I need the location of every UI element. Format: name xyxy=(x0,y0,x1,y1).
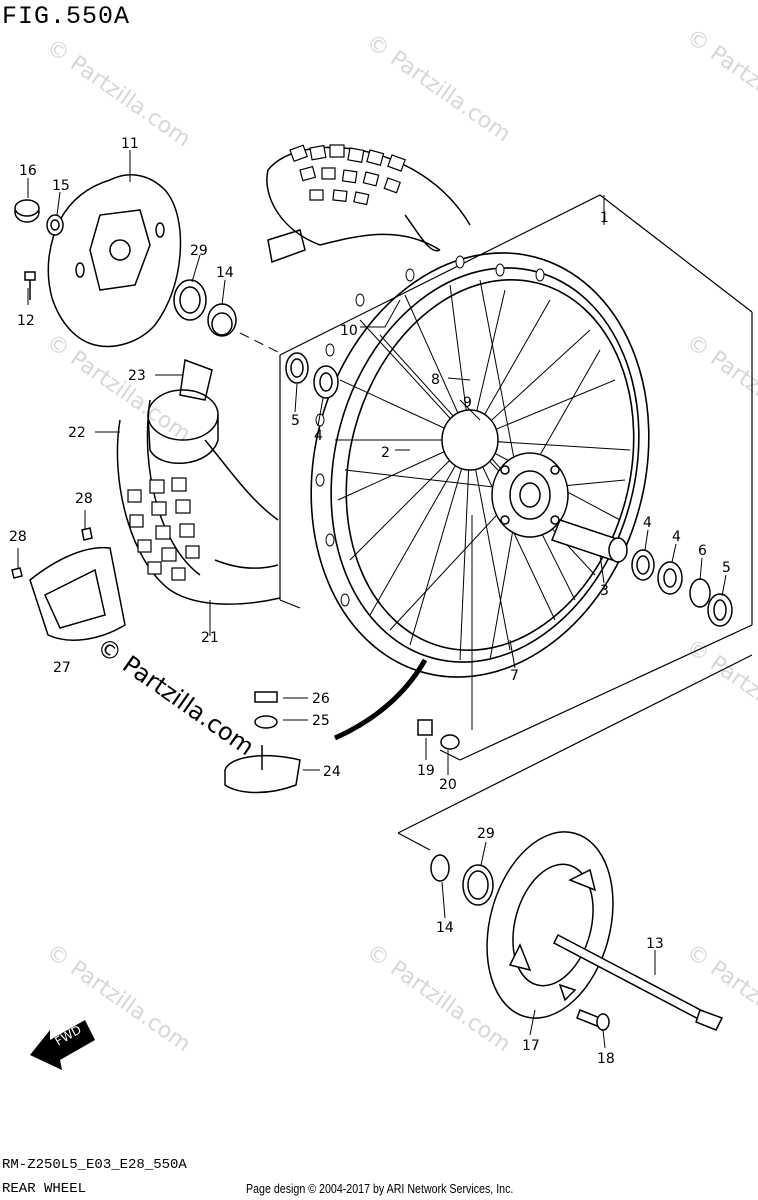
callout-14: 14 xyxy=(216,265,234,281)
sprocket-bolt xyxy=(576,1009,610,1031)
nut-washer xyxy=(417,719,460,750)
callout-labels: 1 2 3 4 4 4 5 5 6 7 8 9 10 11 12 13 14 1… xyxy=(9,136,731,1067)
figure-title: FIG.550A xyxy=(2,2,131,31)
callout-28: 28 xyxy=(75,491,93,507)
callout-20: 20 xyxy=(439,777,457,793)
callout-16: 16 xyxy=(19,163,37,179)
callout-29: 29 xyxy=(190,243,208,259)
callout-24: 24 xyxy=(323,764,341,780)
model-code: RM-Z250L5_E03_E28_550A xyxy=(2,1157,187,1173)
watermark-main: © Partzilla.com xyxy=(92,632,260,761)
bearings-left xyxy=(285,352,339,399)
fwd-arrow-icon: FWD xyxy=(30,1020,95,1070)
callout-3: 3 xyxy=(600,583,609,599)
watermark: © Partzilla.com xyxy=(682,939,758,1057)
rear-axle xyxy=(553,933,724,1031)
callout-4: 4 xyxy=(643,515,652,531)
callout-7: 7 xyxy=(510,668,519,684)
bearings-right xyxy=(631,549,733,627)
callout-5: 5 xyxy=(722,560,731,576)
brake-disc xyxy=(47,174,182,348)
callout-22: 22 xyxy=(68,425,86,441)
callout-21: 21 xyxy=(201,630,219,646)
callout-15: 15 xyxy=(52,178,70,194)
disc-guard xyxy=(11,527,126,641)
leader-line xyxy=(239,332,279,353)
callout-12: 12 xyxy=(17,313,35,329)
callout-4: 4 xyxy=(672,529,681,545)
sprocket-box xyxy=(397,654,753,851)
callout-9: 9 xyxy=(463,395,472,411)
callout-26: 26 xyxy=(312,691,330,707)
tube-edge xyxy=(333,658,428,741)
copyright: Page design © 2004-2017 by ARI Network S… xyxy=(246,1181,514,1196)
disc-small-parts xyxy=(14,199,237,337)
callout-18: 18 xyxy=(597,1051,615,1067)
callout-11: 11 xyxy=(121,136,139,152)
callout-23: 23 xyxy=(128,368,146,384)
callout-14: 14 xyxy=(436,920,454,936)
callout-5: 5 xyxy=(291,413,300,429)
leader-lines xyxy=(17,150,727,1049)
callout-2: 2 xyxy=(381,445,390,461)
callout-29: 29 xyxy=(477,826,495,842)
callout-4: 4 xyxy=(314,428,323,444)
callout-17: 17 xyxy=(522,1038,540,1054)
watermark: © Partzilla.com xyxy=(42,34,195,152)
axle-spacer xyxy=(551,519,628,563)
rim-holes xyxy=(315,255,545,607)
section-name: REAR WHEEL xyxy=(2,1181,87,1197)
tire-tread xyxy=(127,144,406,581)
hub xyxy=(441,409,569,538)
callout-25: 25 xyxy=(312,713,330,729)
wheel-assembly-box xyxy=(279,194,753,761)
callout-10: 10 xyxy=(340,323,358,339)
sprocket-spacer xyxy=(430,854,494,906)
callout-27: 27 xyxy=(53,660,71,676)
callout-6: 6 xyxy=(698,543,707,559)
callout-28: 28 xyxy=(9,529,27,545)
callout-13: 13 xyxy=(646,936,664,952)
callout-1: 1 xyxy=(600,210,609,226)
rim-band xyxy=(147,358,219,465)
rear-sprocket xyxy=(486,831,614,1019)
callout-19: 19 xyxy=(417,763,435,779)
watermark: © Partzilla.com xyxy=(682,24,758,142)
watermark: © Partzilla.com xyxy=(362,29,515,147)
callout-8: 8 xyxy=(431,372,440,388)
tube-valve xyxy=(224,691,301,794)
watermark: © Partzilla.com xyxy=(682,329,758,447)
